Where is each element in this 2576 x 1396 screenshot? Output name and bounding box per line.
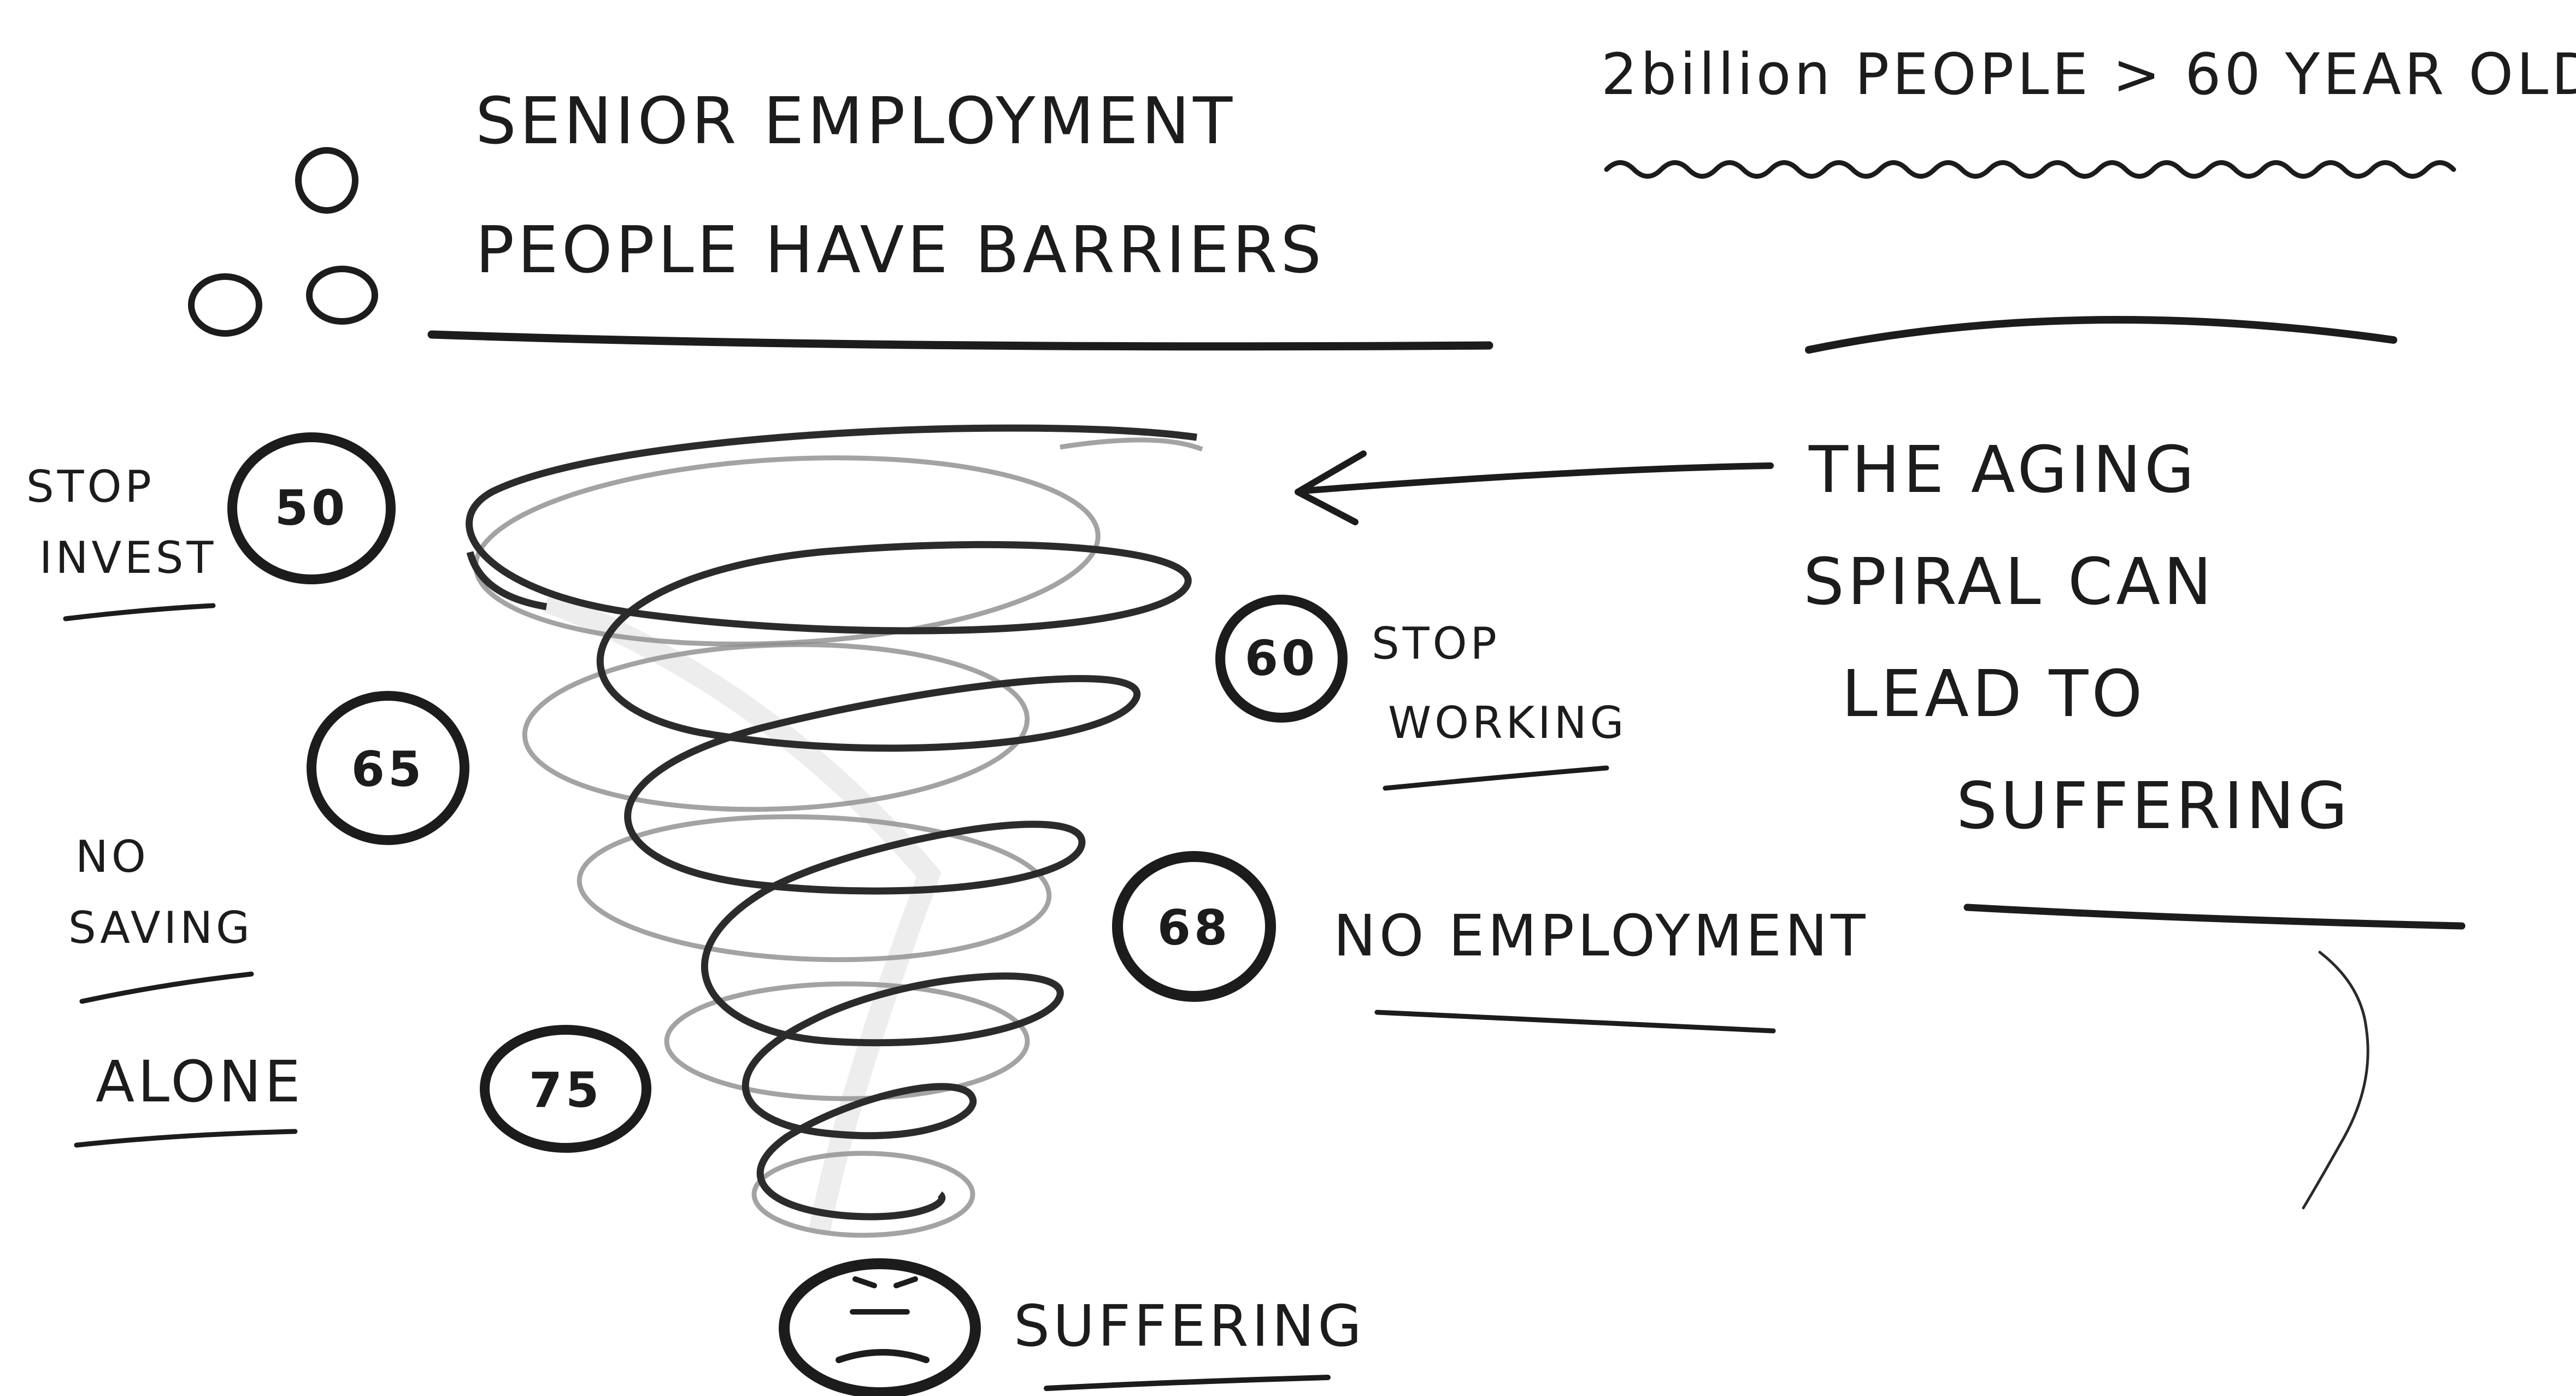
message-line-2: SPIRAL CAN [1803, 544, 2215, 619]
title-line-1: SENIOR EMPLOYMENT [475, 83, 1236, 159]
age-50: 50 [275, 480, 348, 536]
title-underline [427, 330, 1493, 351]
age-badge-65 [307, 691, 469, 845]
suffering-underline [1044, 1375, 1331, 1391]
age-badge-50 [227, 432, 396, 584]
age-badge-60 [1215, 595, 1348, 723]
stage-60-label-line-2: WORKING [1388, 697, 1627, 748]
stage-75-underline [74, 1129, 298, 1148]
stage-65: 65 NO SAVING [68, 691, 469, 1004]
message-bottom-rule [1963, 904, 2466, 930]
stage-50-label-line-2: INVEST [39, 532, 216, 583]
message-tail-line [2302, 951, 2369, 1210]
age-badge-75 [480, 1025, 651, 1153]
message-line-4: SUFFERING [1956, 768, 2351, 843]
stage-75: 75 ALONE [74, 1025, 651, 1153]
population-note: 2billion PEOPLE > 60 YEAR OLD [1601, 41, 2576, 108]
message-line-3: LEAD TO [1842, 656, 2145, 731]
stage-60-underline [1383, 765, 1609, 791]
page-title: SENIOR EMPLOYMENT PEOPLE HAVE BARRIERS [475, 83, 1325, 288]
sad-face-icon [779, 1258, 981, 1396]
stage-50-label-line-1: STOP [26, 461, 155, 512]
age-60: 60 [1245, 630, 1318, 687]
age-65: 65 [351, 741, 425, 797]
stage-50-underline [63, 603, 216, 621]
spiral-icon [466, 424, 1203, 1238]
stage-68-label-line-1: NO EMPLOYMENT [1333, 902, 1869, 969]
suffering-label: SUFFERING [1014, 1293, 1365, 1359]
people-circles-icon [188, 147, 378, 337]
age-68: 68 [1157, 900, 1231, 956]
spiral-message: THE AGING SPIRAL CAN LEAD TO SUFFERING [1803, 432, 2351, 843]
stage-suffering: SUFFERING [779, 1258, 1365, 1396]
arrow-left-icon [1295, 450, 1774, 525]
stage-68: 68 NO EMPLOYMENT [1112, 851, 1869, 1034]
stage-60-label-line-1: STOP [1372, 618, 1500, 669]
population-underline-squiggle [1604, 160, 2456, 179]
age-badge-68 [1112, 851, 1276, 1002]
stage-75-label-line-1: ALONE [96, 1048, 304, 1115]
message-line-1: THE AGING [1808, 432, 2197, 507]
age-75: 75 [529, 1062, 602, 1118]
stage-60: 60 STOP WORKING [1215, 595, 1627, 791]
title-line-2: PEOPLE HAVE BARRIERS [475, 212, 1325, 288]
stage-68-underline [1374, 1010, 1776, 1034]
stage-65-label-line-2: SAVING [68, 902, 253, 953]
message-top-rule [1805, 316, 2397, 354]
stage-50: 50 STOP INVEST [26, 432, 396, 621]
stage-65-underline [79, 971, 254, 1004]
stage-65-label-line-1: NO [75, 831, 149, 882]
